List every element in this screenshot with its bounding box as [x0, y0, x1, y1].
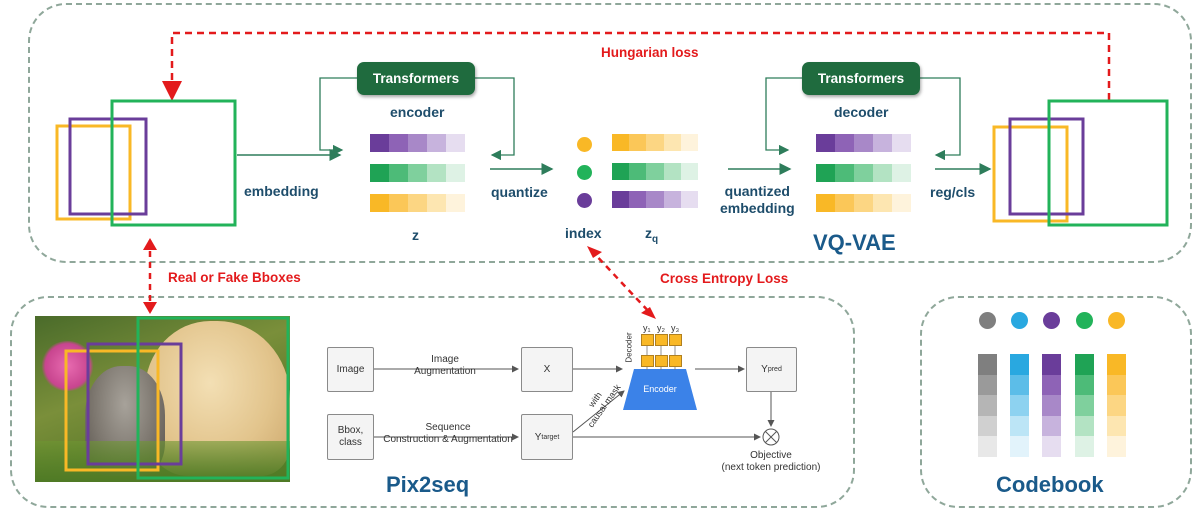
grass — [35, 441, 290, 482]
z-label: z — [412, 227, 419, 243]
decoder-label: decoder — [834, 104, 889, 120]
codebook-dot-yellow — [1108, 312, 1125, 329]
hungarian-loss-label: Hungarian loss — [601, 45, 699, 60]
z-row-green — [370, 164, 465, 182]
decoder-transformers-box: Transformers — [802, 62, 920, 95]
index-dot-purple — [577, 193, 592, 208]
x-box: X — [521, 347, 573, 392]
codebook-dot-blue — [1011, 312, 1028, 329]
sequence-augmentation-label: Sequence Construction & Augmentation — [383, 422, 513, 445]
token-2a — [655, 334, 668, 346]
codebook-dot-green — [1076, 312, 1093, 329]
vqvae-panel — [28, 3, 1192, 263]
dec-row-green — [816, 164, 911, 182]
codebook-title: Codebook — [996, 472, 1104, 497]
encoder-block-label: Encoder — [643, 384, 677, 394]
codebook-col-blue — [1010, 354, 1029, 457]
objective-label: Objective (next token prediction) — [721, 450, 821, 473]
zq-label: zq — [645, 225, 659, 245]
encoder-label: encoder — [390, 104, 445, 120]
quantize-label: quantize — [491, 184, 548, 200]
pix2seq-panel — [10, 296, 855, 508]
image-augmentation-label: Image Augmentation — [414, 354, 476, 377]
codebook-dot-gray — [979, 312, 996, 329]
token-3a — [669, 334, 682, 346]
z-row-yellow — [370, 194, 465, 212]
encoder-transformers-box: Transformers — [357, 62, 475, 95]
token-1b — [641, 355, 654, 367]
codebook-col-green — [1075, 354, 1094, 457]
y1-token-label: y₁ — [643, 323, 651, 333]
zq-row-purple — [612, 191, 699, 208]
image-box: Image — [327, 347, 374, 392]
dec-row-purple — [816, 134, 911, 152]
decoder-vertical-label: Decoder — [624, 332, 634, 363]
codebook-col-yellow — [1107, 354, 1126, 457]
token-3b — [669, 355, 682, 367]
quantized-embedding-label: quantized embedding — [720, 183, 795, 216]
z-row-purple — [370, 134, 465, 152]
pix2seq-title: Pix2seq — [386, 472, 470, 497]
reg-cls-label: reg/cls — [930, 184, 976, 200]
bbox-class-box: Bbox, class — [327, 414, 374, 460]
codebook-col-purple — [1042, 354, 1061, 457]
token-2b — [655, 355, 668, 367]
token-1a — [641, 334, 654, 346]
index-label: index — [565, 225, 602, 241]
codebook-col-gray — [978, 354, 997, 457]
real-fake-bboxes-label: Real or Fake Bboxes — [168, 270, 301, 285]
index-dot-green — [577, 165, 592, 180]
vqvae-title: VQ-VAE — [813, 230, 896, 255]
codebook-panel — [920, 296, 1192, 508]
dec-row-yellow — [816, 194, 911, 212]
embedding-label: embedding — [244, 183, 319, 199]
zq-row-green — [612, 163, 699, 180]
y3-token-label: y₃ — [671, 323, 680, 333]
y2-token-label: y₂ — [657, 323, 665, 333]
codebook-dot-purple — [1043, 312, 1060, 329]
cross-entropy-loss-label: Cross Entropy Loss — [660, 271, 789, 286]
index-dot-yellow — [577, 137, 592, 152]
zq-row-yellow — [612, 134, 699, 151]
